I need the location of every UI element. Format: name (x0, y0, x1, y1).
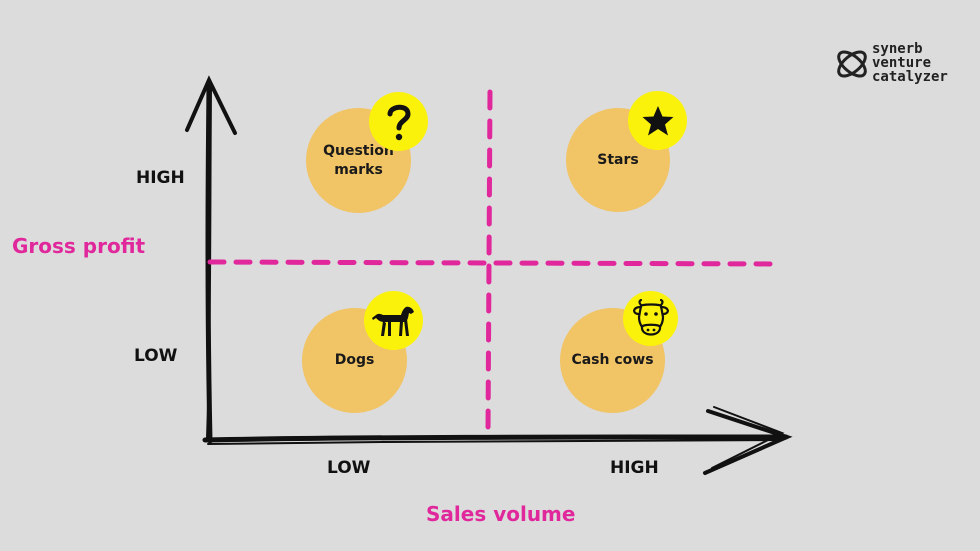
logo-line-2: venture (872, 55, 932, 71)
label-line-1: Dogs (334, 352, 375, 369)
dog-badge (364, 291, 423, 350)
label-line-2: marks (334, 161, 383, 178)
logo-line-3: catalyzer (872, 69, 948, 85)
quadrant-label: Question marks (323, 142, 394, 180)
label-line-1: Cash cows (571, 352, 654, 369)
quadrant-label: Stars (597, 151, 638, 170)
x-high-label: HIGH (610, 458, 659, 478)
star-badge (628, 91, 687, 150)
quadrant-label: Cash cows (571, 351, 653, 370)
x-axis-title: Sales volume (426, 502, 576, 526)
y-low-label: LOW (134, 346, 178, 366)
cow-icon (632, 298, 669, 336)
y-axis-title: Gross profit (12, 234, 146, 258)
question-mark-icon (387, 104, 411, 140)
x-low-label: LOW (327, 458, 371, 478)
vertical-divider (485, 89, 493, 435)
horizontal-divider (207, 259, 783, 267)
question-mark-badge (369, 92, 428, 151)
star-icon (642, 105, 673, 135)
label-line-1: Stars (597, 151, 639, 168)
orbit-icon (837, 50, 867, 78)
dog-icon (371, 306, 414, 336)
logo: synerb venture catalyzer (832, 42, 962, 100)
logo-line-1: synerb (872, 41, 923, 57)
y-high-label: HIGH (136, 168, 185, 188)
cow-badge (623, 291, 678, 346)
label-line-1: Question (323, 142, 394, 159)
x-axis (202, 406, 793, 475)
quadrant-label: Dogs (335, 351, 375, 370)
